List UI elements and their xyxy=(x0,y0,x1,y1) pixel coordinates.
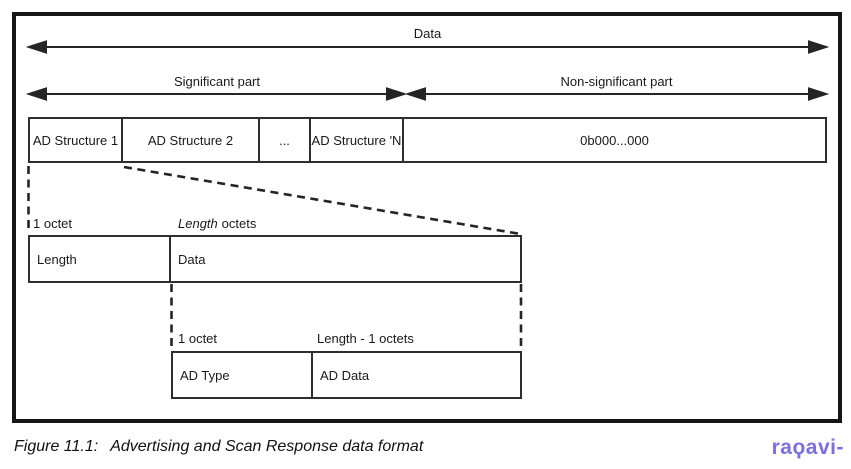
ad-structure-2-cell: AD Structure 2 xyxy=(123,119,260,161)
octets-word: octets xyxy=(221,216,257,231)
ad-structure-row: AD Structure 1 AD Structure 2 ... AD Str… xyxy=(28,117,827,163)
data-cell: Data xyxy=(178,251,206,267)
brand-logo: raϙavi- xyxy=(771,436,844,459)
data-span-label: Data xyxy=(413,26,442,41)
figure-caption-number: Figure 11.1: xyxy=(14,438,99,455)
significant-part-label: Significant part xyxy=(174,74,260,89)
ad-data-octet-count-label: Length - 1 octets xyxy=(317,331,414,346)
ad-structure-n-cell: AD Structure 'N xyxy=(311,119,404,161)
ad-structure-ellipsis-cell: ... xyxy=(260,119,311,161)
ad-structure-1-cell: AD Structure 1 xyxy=(30,119,123,161)
ad-type-data-row: AD Type AD Data xyxy=(171,351,522,399)
ad-type-octet-count-label: 1 octet xyxy=(178,331,218,346)
ad-type-cell: AD Type xyxy=(173,353,313,397)
figure-caption-text: Advertising and Scan Response data forma… xyxy=(110,438,424,455)
figure-caption: Figure 11.1: Advertising and Scan Respons… xyxy=(14,438,423,456)
non-significant-part-label: Non-significant part xyxy=(560,74,673,89)
length-cell: Length xyxy=(30,237,171,281)
length-word-italic: Length xyxy=(178,216,218,231)
length-octet-count-label: 1 octet xyxy=(33,216,73,231)
length-data-row: Length Data xyxy=(28,235,522,283)
non-significant-zeros-cell: 0b000...000 xyxy=(580,132,649,148)
ad-data-cell: AD Data xyxy=(320,367,370,383)
